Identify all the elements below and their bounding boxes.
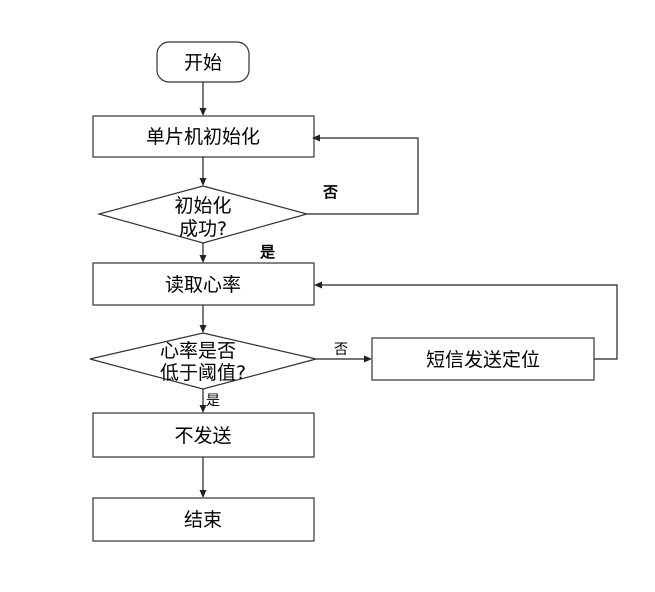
arrowhead: [312, 134, 320, 142]
start-label: 开始: [184, 52, 222, 74]
threshold-yes-label: 是: [206, 393, 220, 409]
edge-init-retry: [307, 137, 419, 215]
init-check-label-line2: 成功?: [179, 218, 227, 240]
init-check-label-line1: 初始化: [174, 195, 231, 217]
arrowhead: [199, 325, 207, 333]
no-send-node: [92, 412, 315, 458]
init-yes-label: 是: [259, 243, 276, 261]
arrowhead: [364, 355, 372, 363]
end-label: 结束: [184, 509, 222, 531]
end-node: [92, 497, 315, 542]
arrowhead: [199, 255, 207, 263]
arrowhead: [199, 108, 207, 116]
init-no-label: 否: [322, 183, 338, 201]
sms-location-label: 短信发送定位: [426, 349, 540, 371]
read-heart-rate-label: 读取心率: [165, 274, 241, 296]
no-send-label: 不发送: [174, 425, 231, 447]
edge-sms-read: [322, 284, 618, 360]
arrowhead: [199, 178, 207, 186]
threshold-no-label: 否: [334, 342, 348, 358]
sms-location-node: [371, 337, 595, 381]
threshold-check-label-line2: 低于阈值?: [160, 362, 246, 384]
init-label: 单片机初始化: [146, 126, 260, 148]
arrowhead: [199, 405, 207, 413]
init-node: [92, 115, 315, 158]
threshold-check-label-line1: 心率是否: [160, 340, 236, 362]
arrowhead: [199, 490, 207, 498]
arrowhead: [314, 281, 322, 289]
